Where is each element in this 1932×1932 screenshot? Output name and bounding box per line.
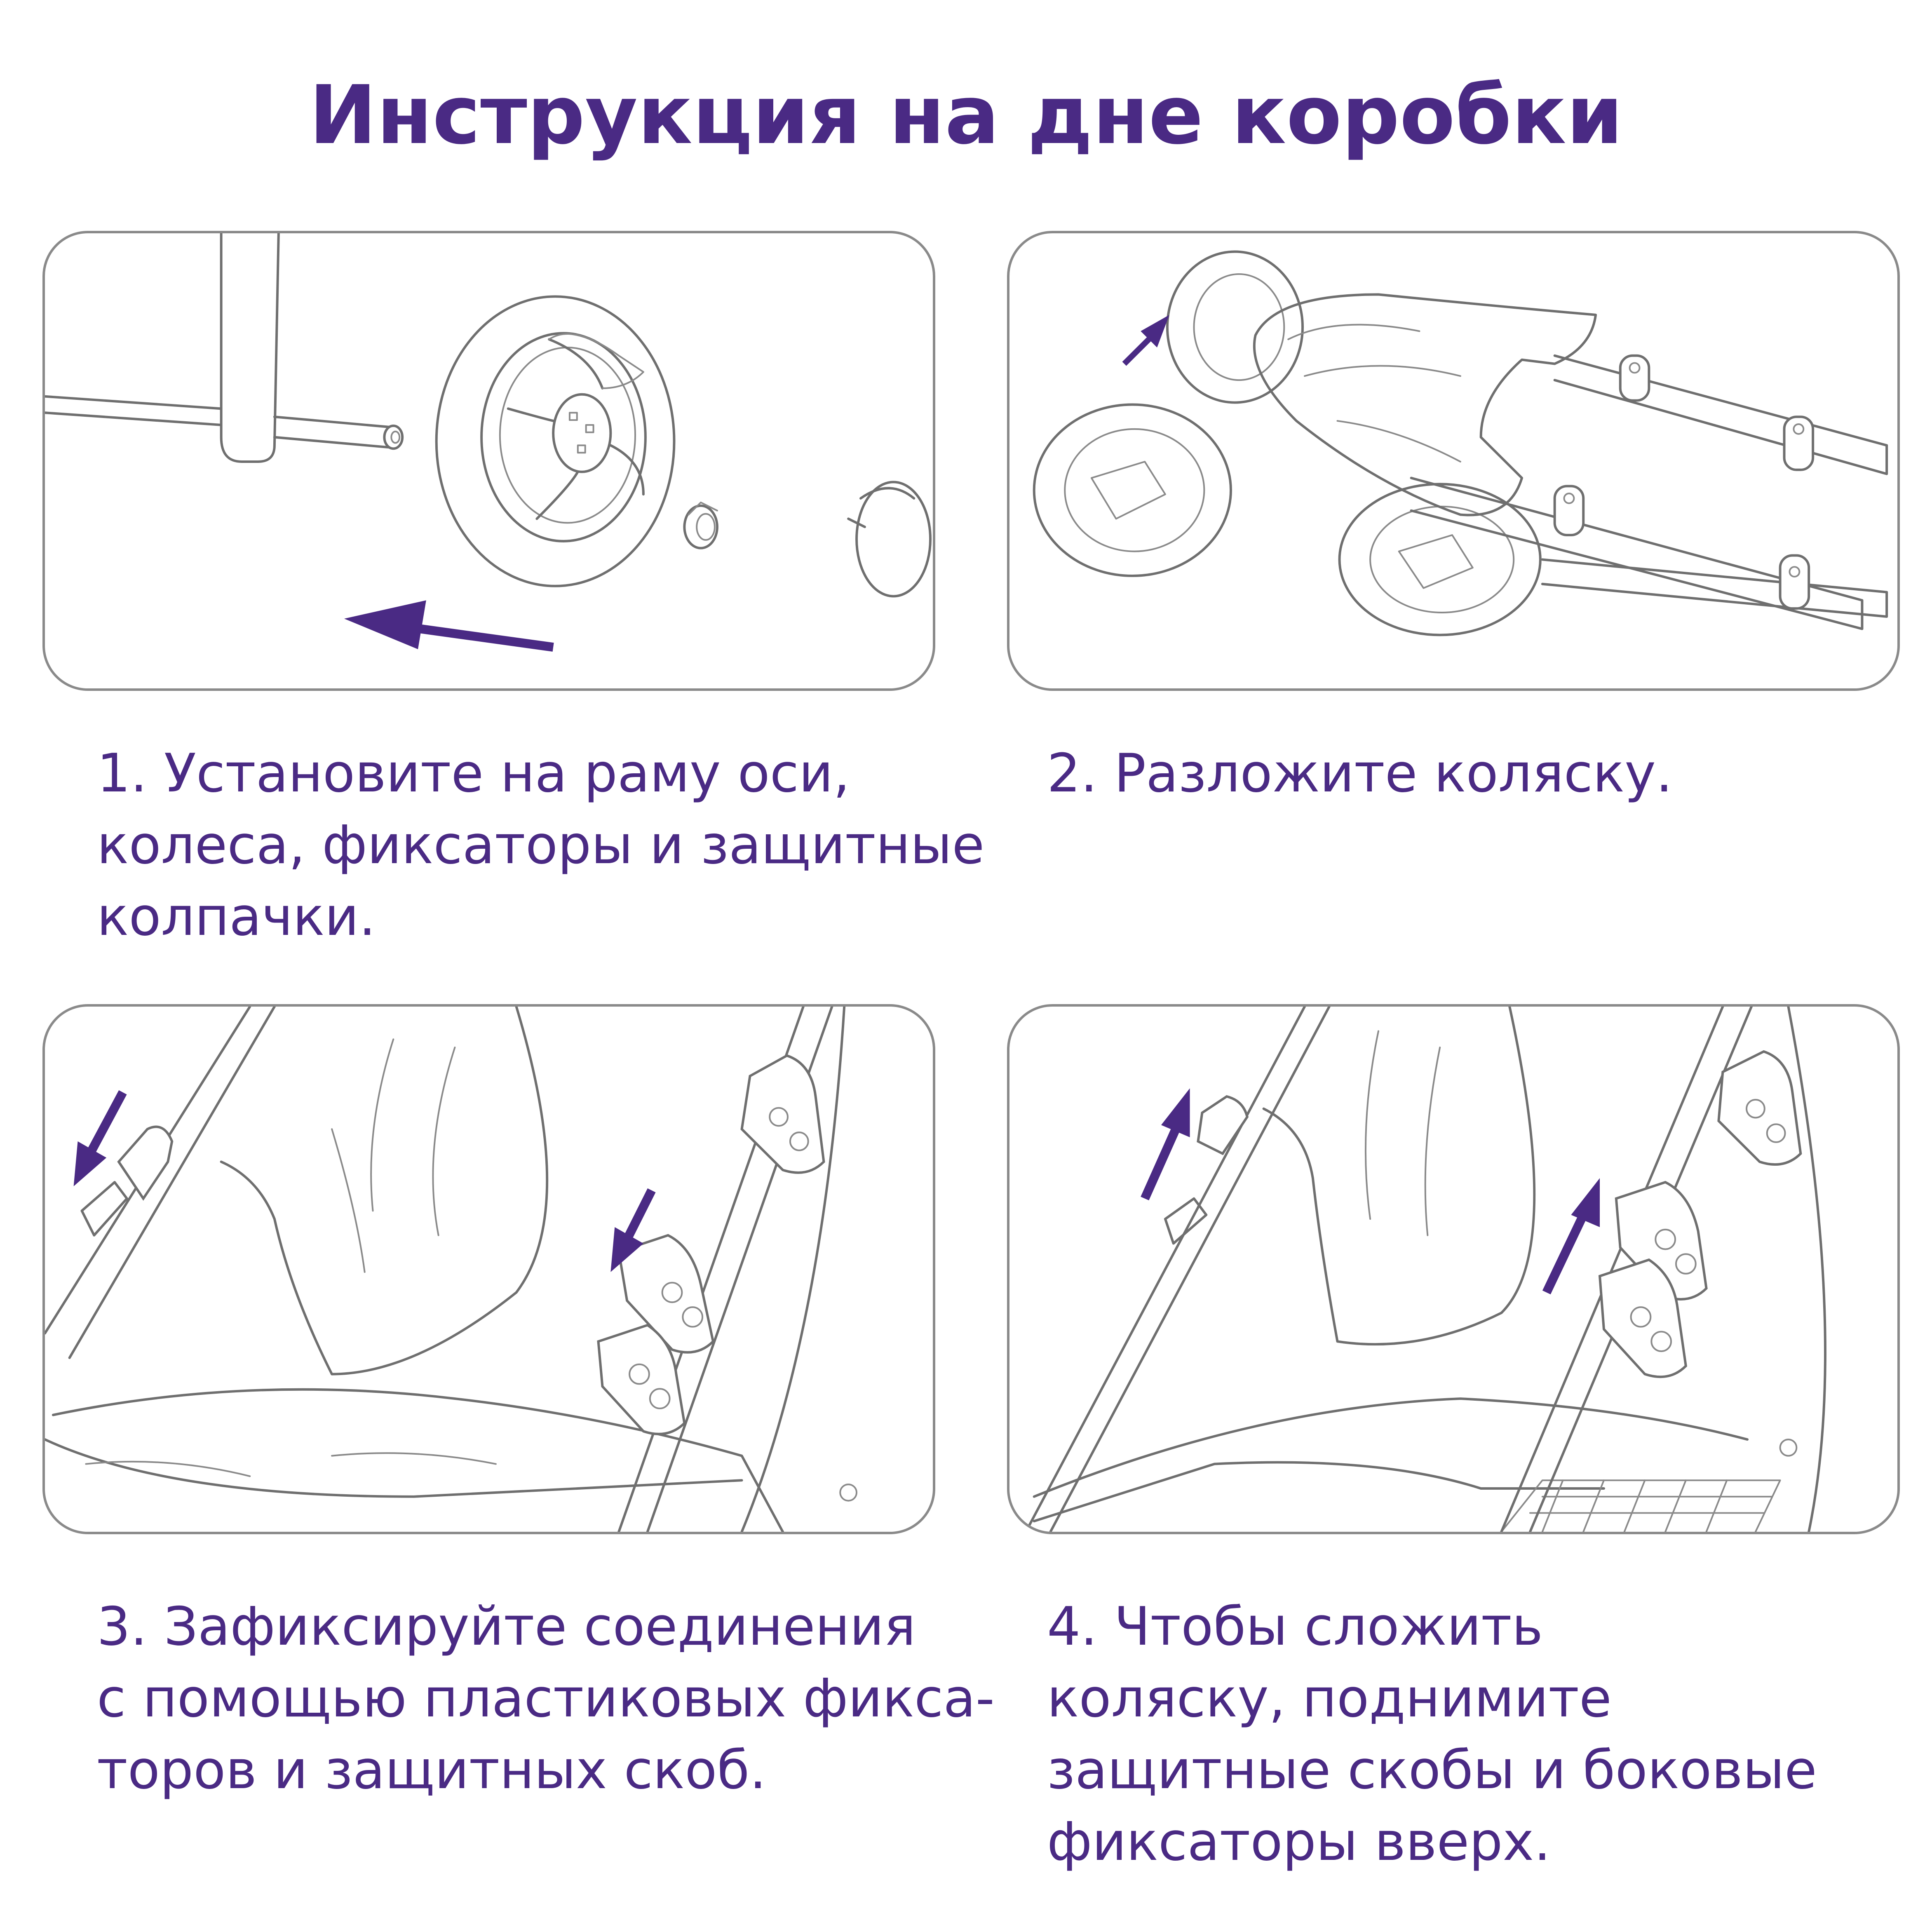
step-1-line-3: колпачки. xyxy=(97,886,376,948)
step-4-illustration xyxy=(1007,1004,1900,1534)
wheel-assembly-drawing xyxy=(45,233,932,652)
step-1-illustration xyxy=(42,231,935,691)
step-1-line-2: колеса, фиксаторы и защитные xyxy=(97,815,985,876)
step-4-line-3: защитные скобы и боковые xyxy=(1047,1740,1817,1801)
step-4-line-2: коляску, поднимите xyxy=(1047,1668,1612,1729)
step-2-line-1: 2. Разложите коляску. xyxy=(1047,743,1673,804)
step-2-illustration xyxy=(1007,231,1900,691)
step-4-line-1: 4. Чтобы сложить xyxy=(1047,1596,1543,1657)
step-3-illustration xyxy=(42,1004,935,1534)
step-3-line-1: 3. Зафиксируйте соединения xyxy=(97,1596,916,1657)
lock-joints-drawing xyxy=(45,1007,858,1532)
step-1-caption: 1. Установите на раму оси, колеса, фикса… xyxy=(97,738,984,953)
step-1-line-1: 1. Установите на раму оси, xyxy=(97,743,850,804)
step-2-caption: 2. Разложите коляску. xyxy=(1047,738,1673,810)
page-title: Инструкция на дне коробки xyxy=(309,68,1623,162)
fold-stroller-drawing xyxy=(1024,1007,1826,1532)
step-3-caption: 3. Зафиксируйте соединения с помощью пла… xyxy=(97,1591,995,1806)
step-3-line-3: торов и защитных скоб. xyxy=(97,1740,767,1801)
folded-stroller-drawing xyxy=(1033,250,1888,636)
step-3-line-2: с помощью пластиковых фикса- xyxy=(97,1668,995,1729)
step-4-caption: 4. Чтобы сложить коляску, поднимите защи… xyxy=(1047,1591,1817,1878)
step-4-line-4: фиксаторы вверх. xyxy=(1047,1811,1551,1873)
